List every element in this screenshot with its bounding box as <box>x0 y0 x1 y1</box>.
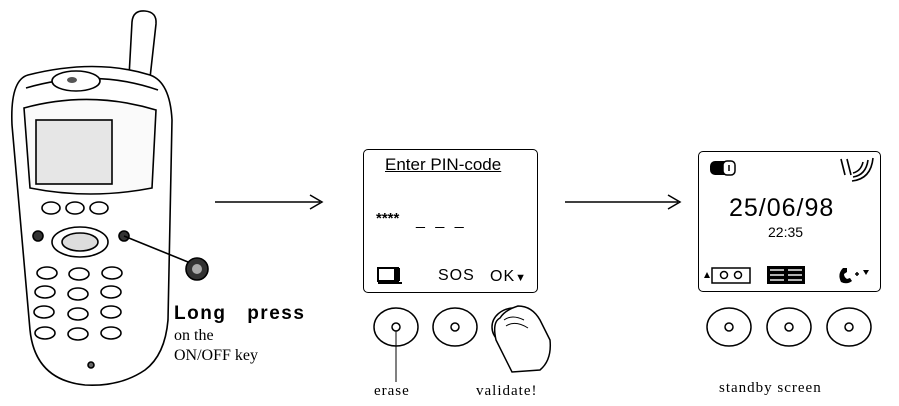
erase-caption: erase <box>374 383 410 399</box>
phone-softkey-right <box>89 201 109 215</box>
phonebook-icon <box>377 267 402 284</box>
phone-keypad <box>33 266 123 341</box>
long-press-label: Long press <box>174 303 306 324</box>
battery-icon <box>710 160 736 176</box>
signal-strength-icon <box>840 157 874 182</box>
standby-key-middle <box>766 307 812 347</box>
call-handset-icon <box>839 268 869 284</box>
on-off-key-label: ON/OFF key <box>174 347 259 364</box>
standby-key-right <box>826 307 872 347</box>
standby-time: 22:35 <box>768 224 804 240</box>
standby-screen: 25/06/98 22:35 <box>698 151 881 292</box>
ok-softkey-label: OK▼ <box>490 268 527 286</box>
standby-bottom-icons <box>704 266 869 284</box>
up-arrow-icon <box>704 272 710 278</box>
finger-icon <box>493 305 552 373</box>
down-arrow-icon: ▼ <box>515 272 528 284</box>
messages-icon <box>767 266 805 284</box>
microphone-icon <box>87 361 95 369</box>
phone-softkey-left <box>41 201 61 215</box>
pin-remaining-digits: _ _ _ <box>416 212 467 229</box>
phone-side-key-left <box>32 230 44 242</box>
standby-caption: standby screen <box>719 380 822 396</box>
phone-display <box>35 119 113 185</box>
validate-caption: validate! <box>476 383 538 399</box>
standby-key-left <box>706 307 752 347</box>
phone-softkey-mid <box>65 201 85 215</box>
long-press-caption: Long press on the ON/OFF key <box>174 303 305 365</box>
pin-screen-title: Enter PIN-code <box>385 155 502 174</box>
voicemail-icon <box>711 267 751 284</box>
on-the-label: on the <box>174 327 214 344</box>
standby-date: 25/06/98 <box>729 194 835 222</box>
ok-label: OK <box>490 268 516 285</box>
pin-entered-digits: **** <box>376 210 400 227</box>
middle-key <box>432 307 478 347</box>
sos-softkey-label: SOS <box>438 267 475 284</box>
pin-code-screen: Enter PIN-code **** _ _ _ SOS OK▼ <box>363 149 538 293</box>
